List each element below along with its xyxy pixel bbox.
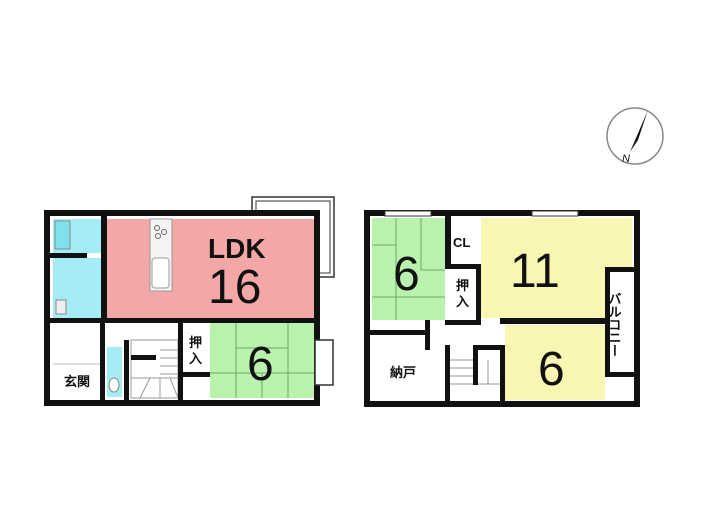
bathtub-icon <box>54 220 71 250</box>
sink-icon <box>151 257 170 289</box>
balcony-label: バルコニー <box>607 292 622 357</box>
washitsu-2f <box>372 218 445 320</box>
ldk-size: 16 <box>208 261 261 314</box>
floor-2: 6 CL 押入 11 バルコニー 6 納戸 <box>364 210 640 407</box>
ldk-room <box>107 219 314 318</box>
room-6 <box>505 325 605 400</box>
ldk-label: LDK <box>208 233 266 264</box>
room-11 <box>481 218 632 318</box>
tatami-lines <box>372 218 445 320</box>
storage-label: 納戸 <box>390 365 416 380</box>
side-window <box>314 339 334 386</box>
stove-icon <box>155 233 161 239</box>
window <box>384 210 432 217</box>
floor-1: LDK 16 玄関 押入 <box>44 196 335 406</box>
genkan-label: 玄関 <box>64 374 90 389</box>
stove-icon <box>161 229 167 235</box>
compass-north-label: N <box>622 153 630 165</box>
window <box>531 210 579 217</box>
room-6-size: 6 <box>538 343 565 396</box>
stove-icon <box>154 225 160 231</box>
stairs-2f <box>450 359 500 385</box>
oshiire-label-2f: 押入 <box>456 278 469 309</box>
stairs <box>130 339 179 399</box>
tatami-lines <box>210 323 314 398</box>
closet-label: CL <box>453 235 470 250</box>
toilet-icon <box>108 377 120 393</box>
compass: N <box>606 107 664 165</box>
compass-circle <box>606 107 664 165</box>
compass-needle-icon <box>630 110 648 152</box>
washitsu-1f-size: 6 <box>247 338 274 391</box>
room-11-size: 11 <box>510 245 560 298</box>
washbasin-icon <box>55 299 67 315</box>
oshiire-label-1f: 押入 <box>189 335 202 366</box>
washitsu-2f-size: 6 <box>393 248 420 301</box>
